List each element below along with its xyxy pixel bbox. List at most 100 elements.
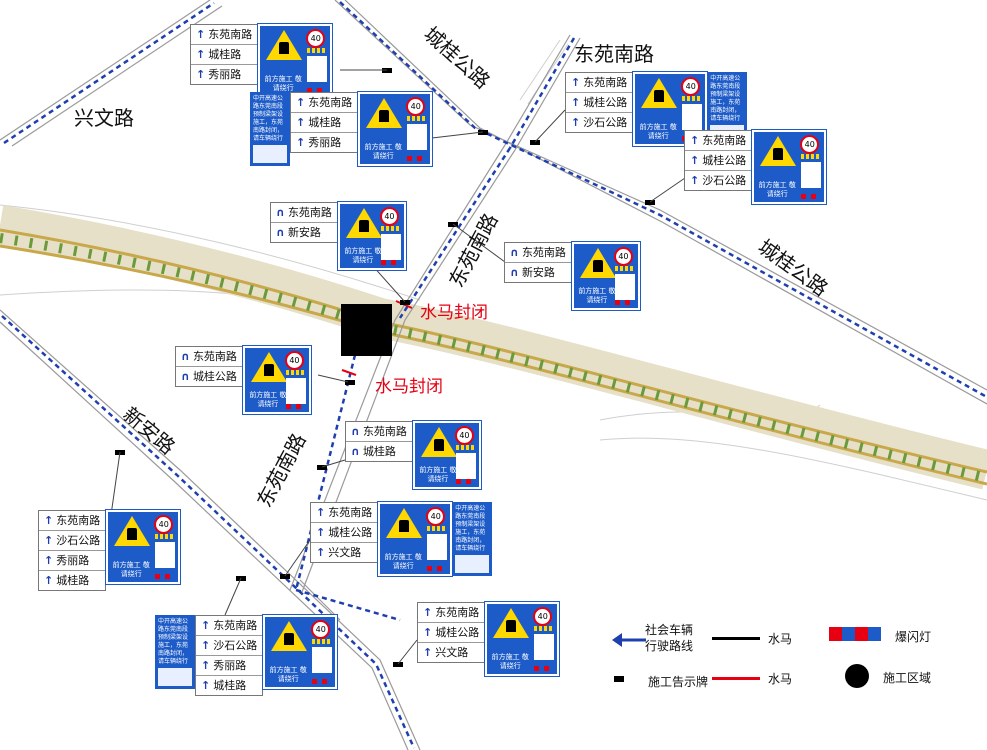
road-label-dongyuan-top: 东苑南路 <box>574 42 654 66</box>
notice-board: 中开高速公路东莞南段预制梁架设施工，东苑南路封闭，请车辆绕行 <box>452 502 493 576</box>
flash-light-icon <box>380 260 401 265</box>
straight-arrow-icon: ↑ <box>196 28 206 41</box>
direction-list: ∩东苑南路∩新安路 <box>270 202 338 243</box>
straight-arrow-icon: ↑ <box>296 96 306 109</box>
direction-label: 城桂路 <box>208 48 242 61</box>
legend-notice-board: 施工告示牌 <box>648 675 709 689</box>
flash-light-icon <box>534 666 555 671</box>
straight-arrow-icon: ↑ <box>571 96 581 109</box>
direction-row: ↑城桂路 <box>196 676 262 695</box>
chevron-icon <box>534 626 555 631</box>
direction-row: ↑东苑南路 <box>566 73 633 93</box>
direction-label: 沙石公路 <box>56 534 101 547</box>
closure-label-south: 水马封闭 <box>375 377 443 397</box>
direction-row: ↑东苑南路 <box>196 616 263 636</box>
u-turn-icon: ∩ <box>276 226 285 239</box>
direction-label: 东苑南路 <box>362 425 407 438</box>
worker-icon <box>592 260 603 272</box>
closure-label-north: 水马封闭 <box>420 303 488 323</box>
direction-label: 东苑南路 <box>328 506 373 519</box>
chevron-icon <box>427 526 448 531</box>
flash-light-icon <box>455 479 476 484</box>
warning-text: 前方施工 敬请绕行 <box>639 123 677 140</box>
direction-row: ∩新安路 <box>271 223 337 242</box>
info-panel <box>407 124 428 150</box>
direction-list: ∩东苑南路∩城桂公路 <box>175 346 243 387</box>
info-panel <box>307 56 328 82</box>
notice-board: 中开高速公路东莞南段预制梁架设施工，东苑南路封闭，请车辆绕行 <box>250 92 290 166</box>
direction-row: ↑城桂路 <box>39 571 105 590</box>
warning-text: 前方施工 敬请绕行 <box>264 75 302 92</box>
straight-arrow-icon: ↑ <box>690 134 700 147</box>
chevron-icon <box>455 445 476 450</box>
direction-row: ∩新安路 <box>505 263 571 282</box>
straight-arrow-icon: ↑ <box>316 506 326 519</box>
direction-label: 秀丽路 <box>308 136 342 149</box>
direction-label: 东苑南路 <box>521 246 566 259</box>
direction-label: 城桂公路 <box>583 96 628 109</box>
chevron-icon <box>614 266 635 271</box>
direction-label: 东苑南路 <box>213 619 258 632</box>
straight-arrow-icon: ↑ <box>201 639 211 652</box>
direction-label: 沙石公路 <box>213 639 258 652</box>
u-turn-icon: ∩ <box>276 206 285 219</box>
direction-list: ∩东苑南路∩城桂路 <box>345 421 413 462</box>
speed-limit-sign: 40 <box>426 507 446 526</box>
direction-row: ∩城桂公路 <box>176 367 242 386</box>
direction-label: 东苑南路 <box>208 28 253 41</box>
straight-arrow-icon: ↑ <box>44 554 54 567</box>
direction-row: ↑秀丽路 <box>39 551 106 571</box>
u-turn-icon: ∩ <box>351 445 360 458</box>
info-panel <box>614 274 635 300</box>
direction-label: 城桂公路 <box>192 370 237 383</box>
notice-map <box>455 555 490 573</box>
chevron-icon <box>312 639 333 644</box>
chevron-icon <box>682 96 703 101</box>
direction-row: ↑东苑南路 <box>418 603 485 623</box>
flash-light-icon <box>155 574 176 579</box>
speed-limit-sign: 40 <box>379 207 399 226</box>
speed-limit-sign: 40 <box>154 515 174 534</box>
direction-label: 城桂公路 <box>328 526 373 539</box>
direction-label: 兴文路 <box>328 546 362 559</box>
u-turn-icon: ∩ <box>510 266 519 279</box>
u-turn-icon: ∩ <box>510 246 519 259</box>
direction-row: ∩东苑南路 <box>346 422 412 442</box>
chevron-icon <box>407 116 428 121</box>
direction-list: ↑东苑南路↑城桂公路↑兴文路 <box>310 502 379 563</box>
direction-label: 东苑南路 <box>56 514 101 527</box>
direction-label: 沙石公路 <box>702 174 747 187</box>
direction-label: 东苑南路 <box>308 96 353 109</box>
flash-light-icon <box>614 300 635 305</box>
direction-row: ↑兴文路 <box>418 643 484 662</box>
direction-row: ↑兴文路 <box>311 543 377 562</box>
chevron-icon <box>285 370 306 375</box>
info-panel <box>380 234 401 260</box>
direction-label: 城桂公路 <box>702 154 747 167</box>
straight-arrow-icon: ↑ <box>296 136 306 149</box>
speed-limit-sign: 40 <box>284 351 304 370</box>
straight-arrow-icon: ↑ <box>423 626 433 639</box>
notice-map <box>253 145 287 163</box>
direction-label: 东苑南路 <box>583 76 628 89</box>
notice-map <box>158 668 192 686</box>
work-zone <box>341 304 392 356</box>
flash-light-icon <box>312 679 333 684</box>
info-panel <box>534 634 555 660</box>
straight-arrow-icon: ↑ <box>196 68 206 81</box>
info-panel <box>801 162 822 188</box>
worker-icon <box>773 148 784 160</box>
direction-label: 秀丽路 <box>213 659 247 672</box>
straight-arrow-icon: ↑ <box>690 174 700 187</box>
sign-group: 中开高速公路东莞南段预制梁架设施工，东苑南路封闭，请车辆绕行↑东苑南路↑城桂路↑… <box>250 91 434 167</box>
direction-label: 城桂路 <box>213 679 247 692</box>
worker-icon <box>399 520 410 532</box>
